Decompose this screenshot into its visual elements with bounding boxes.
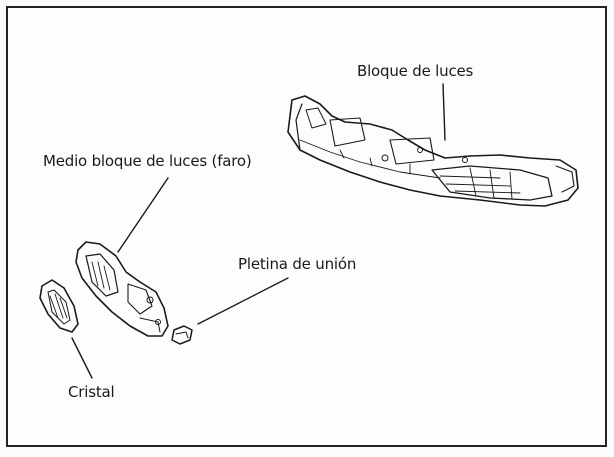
- joining-plate-drawing: [172, 326, 192, 344]
- label-bloque-de-luces: Bloque de luces: [357, 62, 473, 80]
- label-cristal: Cristal: [68, 383, 114, 401]
- lens-drawing: [40, 280, 78, 332]
- leader-line-pletina: [198, 278, 288, 324]
- full-light-block-drawing: [288, 96, 578, 206]
- leader-line-medio: [118, 178, 168, 252]
- half-light-block-drawing: [76, 242, 168, 336]
- label-pletina-de-union: Pletina de unión: [238, 255, 356, 273]
- leader-line-bloque: [443, 84, 445, 140]
- leader-line-cristal: [72, 338, 92, 378]
- label-medio-bloque-de-luces: Medio bloque de luces (faro): [43, 152, 252, 170]
